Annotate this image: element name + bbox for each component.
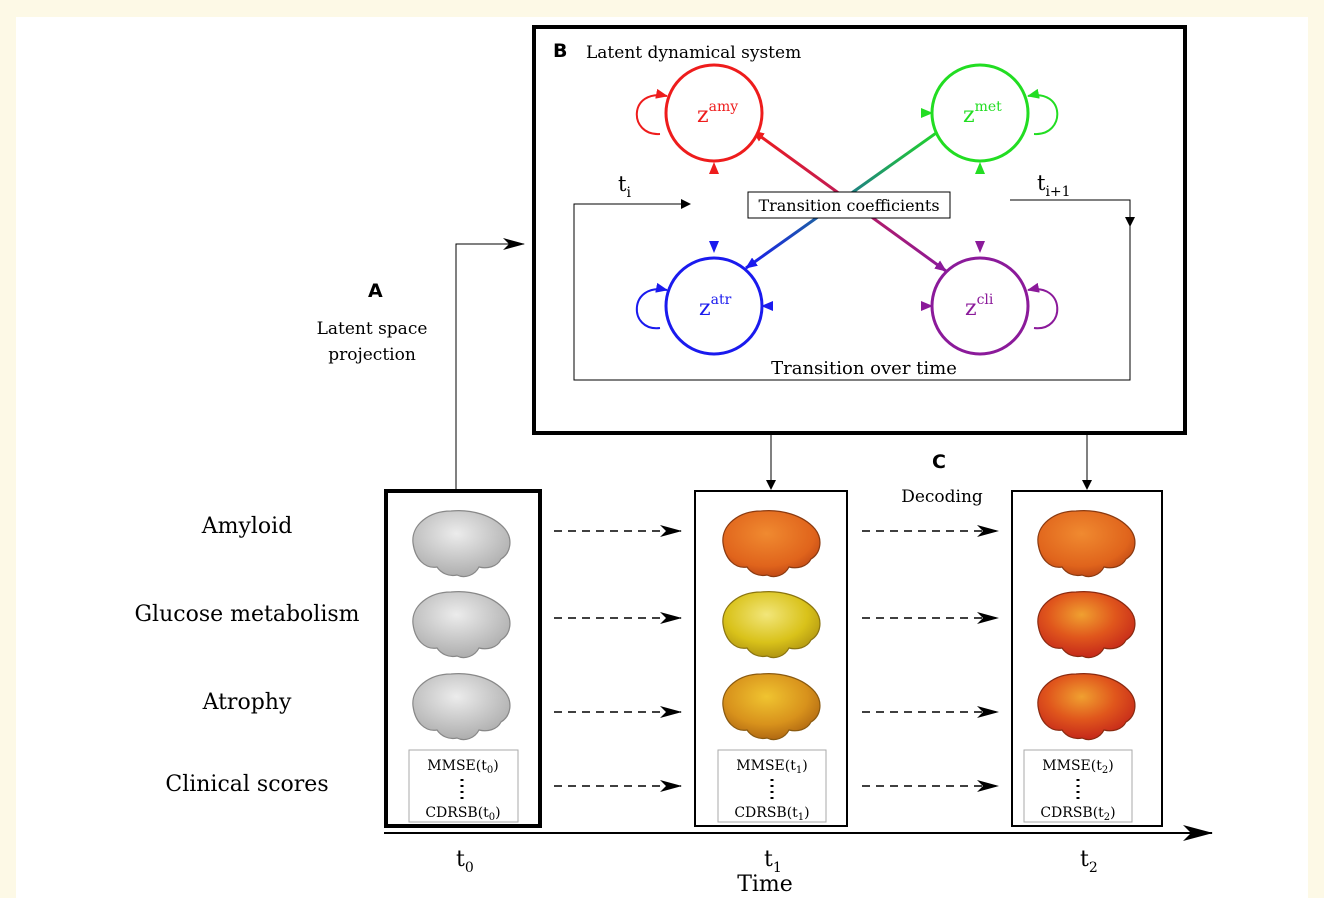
row-label-amyloid: Amyloid: [201, 514, 293, 539]
projection-arrow: [455, 238, 525, 490]
transition-over-time-label: Transition over time: [771, 358, 957, 379]
clinical-box-t0: MMSE(t0) CDRSB(t0): [408, 749, 519, 823]
timepoint-box-t1: [694, 490, 848, 827]
node-met: zmet: [930, 63, 1030, 163]
panel-b-box: [532, 25, 1187, 435]
clinical-box-t2: MMSE(t2) CDRSB(t2): [1023, 749, 1133, 823]
transition-coefficients-label: Transition coefficients: [758, 196, 939, 215]
mmse-t1: MMSE(t1): [736, 758, 807, 776]
node-amy: zamy: [664, 63, 764, 163]
panel-c-letter: C: [932, 451, 946, 473]
node-atr-label: zatr: [699, 292, 732, 321]
timepoint-box-t0: [384, 489, 542, 828]
mmse-t0: MMSE(t0): [427, 758, 498, 776]
tick-t0: t0: [456, 847, 474, 876]
time-axis-label: Time: [737, 872, 793, 897]
cdrsb-t0: CDRSB(t0): [425, 805, 500, 823]
timepoint-box-t2: [1011, 490, 1163, 827]
clinical-box-t1: MMSE(t1) CDRSB(t1): [717, 749, 827, 823]
row-label-clinical: Clinical scores: [165, 772, 328, 797]
t-i-label: ti: [618, 172, 631, 201]
row-label-glucose: Glucose metabolism: [134, 602, 359, 627]
transition-coefficients-box: [747, 191, 951, 219]
node-met-label: zmet: [963, 99, 1002, 128]
panel-a-caption-line1: Latent space: [317, 319, 428, 339]
panel-a-caption-line2: projection: [328, 345, 416, 365]
row-label-atrophy: Atrophy: [202, 690, 292, 715]
panel-a-letter: A: [368, 280, 383, 302]
mmse-t2: MMSE(t2): [1042, 758, 1113, 776]
panel-c-caption: Decoding: [901, 487, 983, 507]
node-amy-label: zamy: [697, 99, 738, 128]
tick-t1: t1: [764, 847, 782, 876]
node-cli-label: zcli: [965, 292, 994, 321]
node-cli: zcli: [930, 256, 1030, 356]
tick-t2: t2: [1080, 847, 1098, 876]
cdrsb-t1: CDRSB(t1): [734, 805, 809, 823]
node-atr: zatr: [664, 256, 764, 356]
t-i1-label: ti+1: [1037, 171, 1071, 200]
self-loop-amy: [635, 88, 668, 136]
dashed-arrows: [554, 525, 999, 792]
self-loop-cli: [1027, 282, 1059, 330]
self-loop-met: [1027, 88, 1059, 136]
transition-loop-frame: [573, 199, 1131, 381]
panel-b-letter: B: [553, 40, 567, 62]
self-loop-atr: [635, 282, 668, 330]
panel-b-title: Latent dynamical system: [586, 43, 801, 63]
cdrsb-t2: CDRSB(t2): [1040, 805, 1115, 823]
